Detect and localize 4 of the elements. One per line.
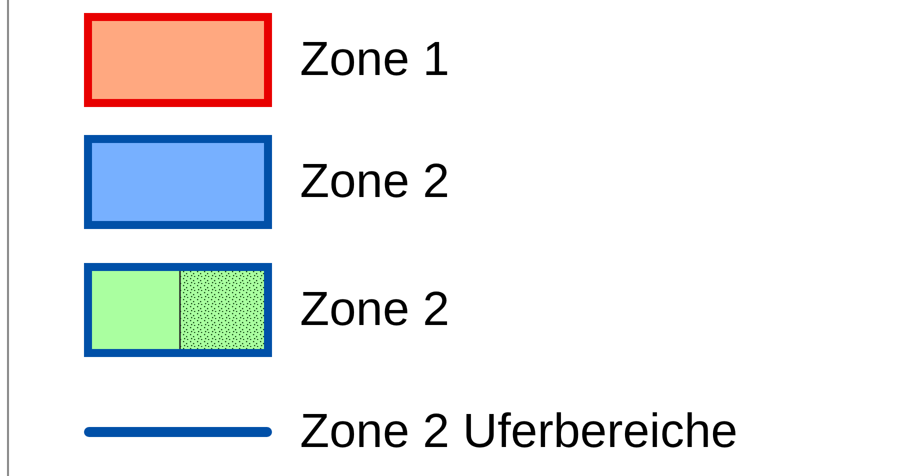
legend-label: Zone 2 <box>300 282 450 338</box>
legend-label: Zone 2 Uferbereiche <box>300 404 738 460</box>
legend-label: Zone 2 <box>300 154 450 210</box>
legend-label: Zone 1 <box>300 32 450 88</box>
